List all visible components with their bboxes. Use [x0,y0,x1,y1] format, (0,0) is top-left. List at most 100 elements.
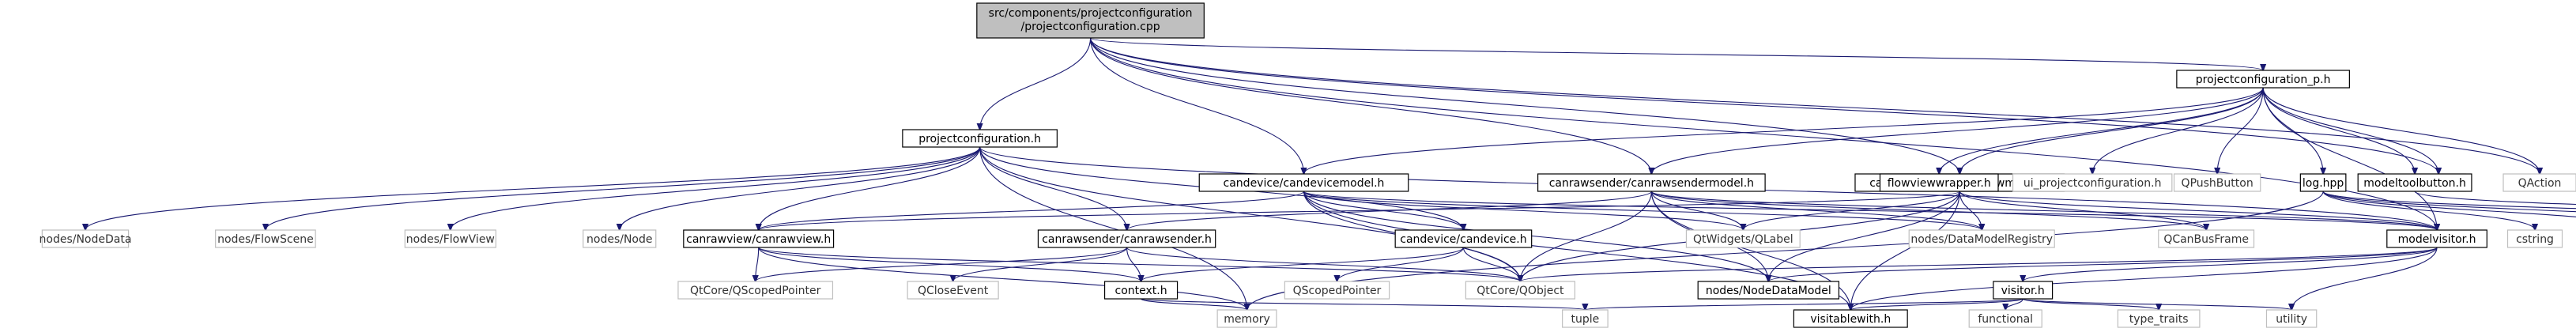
edge-root-to-crs_model [1090,37,1652,174]
node-root-file[interactable]: src/components/projectconfiguration/proj… [976,2,1205,39]
node-label-modeltoolbutton-h: modeltoolbutton.h [2363,177,2466,190]
node-visitor-h[interactable]: visitor.h [1993,281,2054,300]
edge-root-to-cassert [1090,37,2438,174]
node-modelvisitor-h[interactable]: modelvisitor.h [2386,229,2487,248]
node-box-qcloseevent [907,281,999,300]
edge-root-to-pc_h [980,37,1092,130]
edge-pc_h-to-memory [979,146,1247,310]
edge-crv_model-to-qlabel [1743,191,1960,230]
edge-cd_device-to-qsp [1337,247,1464,281]
node-box-functional [1968,309,2042,328]
edge-crv_model-to-crv_view [759,191,1960,230]
edge-cd_device-to-context [1141,247,1464,281]
node-utility: utility [2265,309,2318,328]
node-label-nodes-flowview: nodes/FlowView [406,233,495,246]
node-label-qtcore-qscopedpointer: QtCore/QScopedPointer [690,285,821,297]
edge-root-to-crv_model [1090,37,1960,174]
edge-context-to-tuple [1141,298,1586,310]
edge-cd_model-to-dmr [1303,191,1982,230]
node-qaction: QAction [2502,173,2576,192]
node-nodes-nodedatamodel[interactable]: nodes/NodeDataModel [1697,281,1840,300]
edge-crs_sender-to-qcsp [756,247,1128,281]
node-label-candevice-candevice-h: candevice/candevice.h [1400,233,1526,246]
node-box-memory [1216,309,1277,328]
node-label-tuple: tuple [1571,313,1600,326]
dependency-nodes: src/components/projectconfiguration/proj… [40,2,2576,328]
node-box-nodes-nodedatamodel [1697,281,1840,300]
node-visitablewith-h[interactable]: visitablewith.h [1793,309,1908,328]
node-box-nodes-datamodelregistry [1908,229,2055,248]
node-label-nodes-node: nodes/Node [586,233,653,246]
node-label-nodes-nodedatamodel: nodes/NodeDataModel [1706,285,1831,297]
node-cstring: cstring [2506,229,2563,248]
node-box-qscopedpointer [1284,281,1390,300]
edge-mvisitor-to-visitor [2023,247,2438,281]
edge-log-to-iostream [2322,191,2576,217]
node-box-ui-projectconfiguration-h [2012,173,2173,192]
edge-pc_h-to-crs_sender [979,146,1127,230]
node-nodes-flowview: nodes/FlowView [404,229,496,248]
node-label-qcloseevent: QCloseEvent [918,285,989,297]
edge-mvisitor-to-vwith [1850,247,2438,310]
node-qcloseevent: QCloseEvent [907,281,999,300]
node-box-nodes-node [583,229,657,248]
edge-mvisitor-to-qobject [1520,247,2438,281]
edge-pc_p-to-crv_model [1959,87,2264,174]
node-candevice-candevicemodel-h[interactable]: candevice/candevicemodel.h [1198,173,1409,192]
node-nodes-node: nodes/Node [583,229,657,248]
node-modeltoolbutton-h[interactable]: modeltoolbutton.h [2357,173,2472,192]
node-label-log-hpp: log.hpp [2303,177,2344,190]
edge-visitor-to-vwith [1850,298,2023,310]
node-canrawsender-canrawsendermodel-h[interactable]: canrawsender/canrawsendermodel.h [1537,173,1766,192]
node-box-projectconfiguration-p-h [2176,70,2350,89]
node-box-canrawview-canrawview-h [683,229,835,248]
node-box-candevice-candevice-h [1394,229,1533,248]
node-projectconfiguration-p-h[interactable]: projectconfiguration_p.h [2176,70,2350,89]
edge-pc_h-to-node [620,146,981,230]
node-label-flowviewwrapper-h: flowviewwrapper.h [1888,177,1991,190]
edge-crv_model-to-ndm [1768,191,1960,281]
node-memory: memory [1216,309,1277,328]
edge-crv_view-to-qobject [758,247,1521,281]
node-projectconfiguration-h[interactable]: projectconfiguration.h [902,129,1058,148]
node-qcanbusframe: QCanBusFrame [2158,229,2255,248]
edge-pc_p-to-mtb [2262,87,2415,174]
node-box-nodes-flowview [404,229,496,248]
node-label-functional: functional [1978,313,2033,326]
node-box-log-hpp [2299,173,2347,192]
edge-crv_view-to-qcsp [756,247,760,281]
edge-crs_model-to-vwith [1650,191,1850,310]
node-label-qtcore-qobject: QtCore/QObject [1477,285,1564,297]
edge-root-to-mvisitor [1090,37,2437,230]
edge-log-to-spdlog_h [2322,191,2576,210]
node-context-h[interactable]: context.h [1103,281,1179,300]
node-label-utility: utility [2276,313,2307,326]
node-label-memory: memory [1224,313,1270,326]
node-log-hpp[interactable]: log.hpp [2299,173,2347,192]
node-box-qaction [2502,173,2576,192]
node-label-qaction: QAction [2518,177,2562,190]
node-box-nodes-nodedata [41,229,130,248]
node-flowviewwrapper-h[interactable]: flowviewwrapper.h [1879,173,1999,192]
edge-crs_model-to-qcbf [1650,191,2206,230]
node-box-type-traits [2117,309,2201,328]
edge-mvisitor-to-utility [2291,247,2438,310]
node-canrawsender-canrawsender-h[interactable]: canrawsender/canrawsender.h [1037,229,1216,248]
node-label-nodes-datamodelregistry: nodes/DataModelRegistry [1910,233,2053,246]
edge-pc_h-to-nodedata [85,146,981,230]
node-box-visitor-h [1993,281,2054,300]
node-qtcore-qobject: QtCore/QObject [1465,281,1576,300]
node-label-context-h: context.h [1115,285,1167,297]
node-root-label-line-1: src/components/projectconfiguration [989,7,1193,20]
node-label-cstring: cstring [2516,233,2554,246]
edge-crv_view-to-memory [758,247,1247,310]
node-candevice-candevice-h[interactable]: candevice/candevice.h [1394,229,1533,248]
node-box-context-h [1103,281,1179,300]
edge-visitor-to-tuple [1585,298,2023,310]
edge-pc_p-to-qpushbutton [2217,87,2264,174]
node-box-modeltoolbutton-h [2357,173,2472,192]
node-canrawview-canrawview-h[interactable]: canrawview/canrawview.h [683,229,835,248]
node-box-visitablewith-h [1793,309,1908,328]
node-label-nodes-flowscene: nodes/FlowScene [217,233,314,246]
